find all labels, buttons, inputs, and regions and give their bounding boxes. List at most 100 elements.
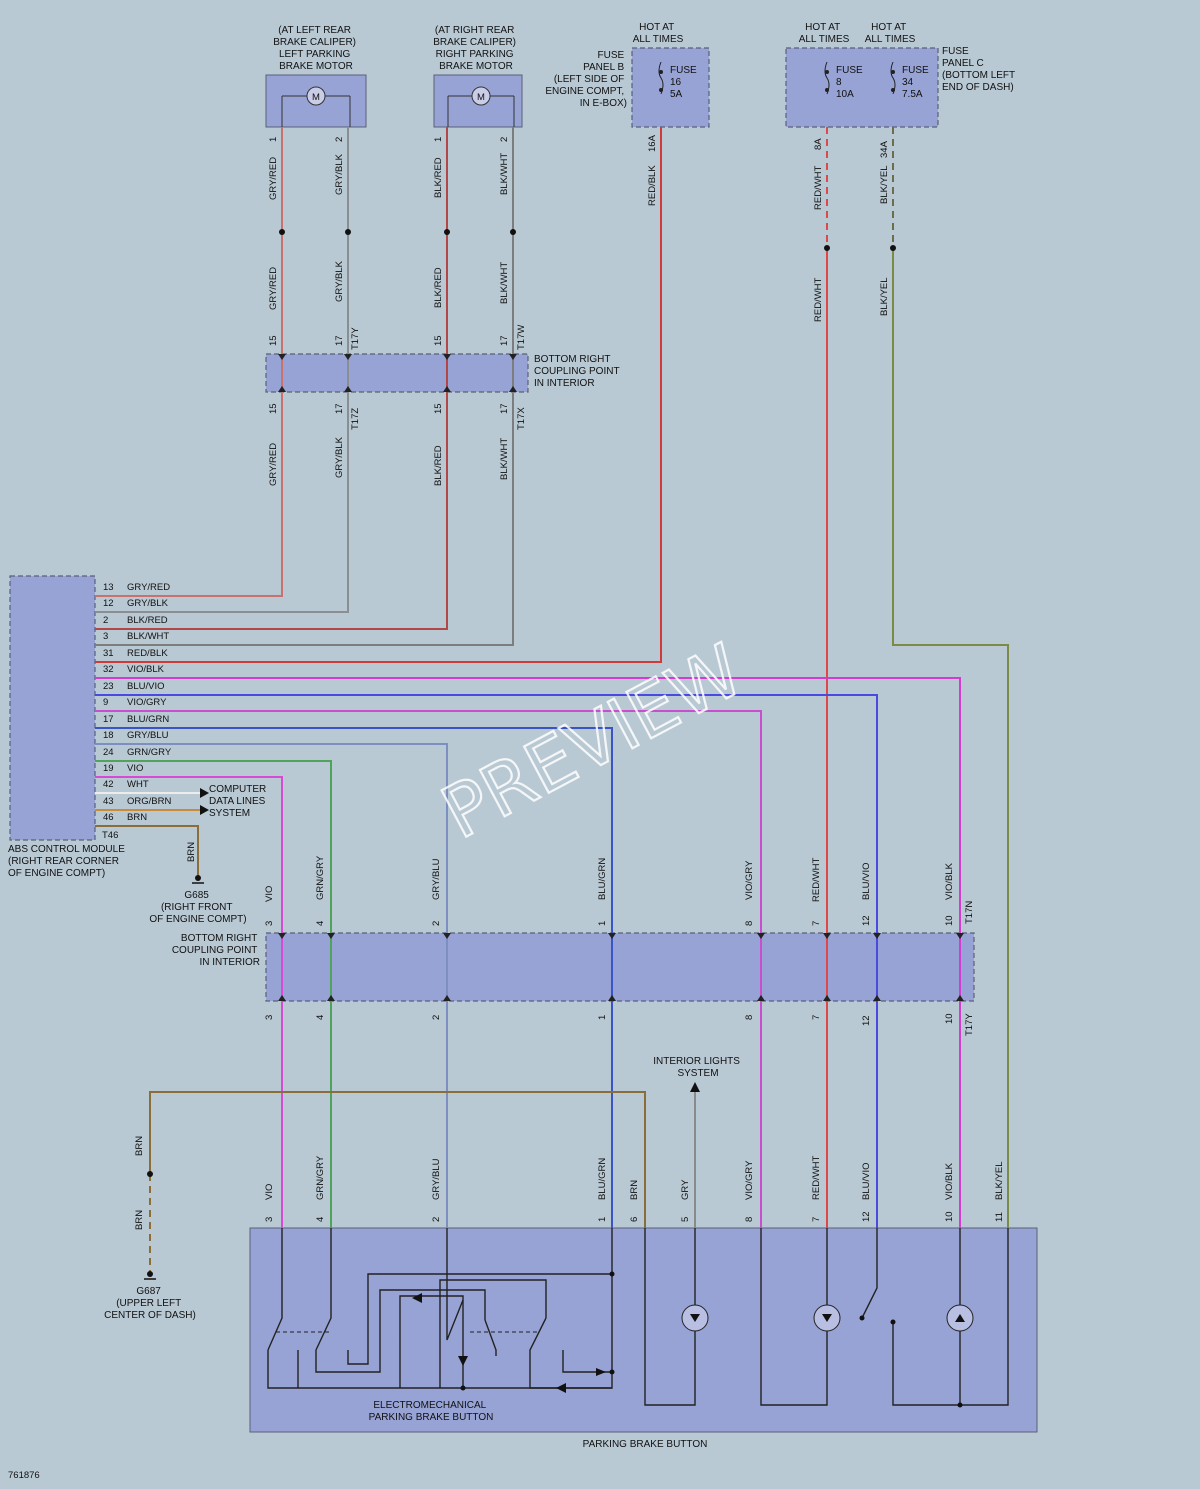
svg-text:9: 9 (103, 697, 108, 708)
svg-text:GRN/GRY: GRN/GRY (315, 855, 326, 900)
svg-text:8: 8 (744, 1015, 755, 1020)
wire-blu-grn (95, 727, 613, 1228)
emb-diodes (412, 1293, 606, 1393)
right-motor-m: M (477, 92, 485, 103)
svg-text:15: 15 (268, 403, 279, 414)
right-motor-symbol: M (447, 86, 515, 127)
svg-text:BLK/WHT: BLK/WHT (499, 262, 510, 304)
wire-red-blk (95, 127, 662, 663)
svg-text:BLU/GRN: BLU/GRN (127, 714, 169, 725)
svg-text:3: 3 (264, 1217, 275, 1222)
svg-text:BLK/WHT: BLK/WHT (127, 631, 169, 642)
svg-text:7: 7 (811, 1217, 822, 1222)
svg-text:43: 43 (103, 796, 114, 807)
svg-text:10: 10 (944, 1013, 955, 1024)
svg-text:1: 1 (597, 921, 608, 926)
fuse-c-hot-2: HOT AT ALL TIMES (865, 22, 916, 45)
left-motor-label: (AT LEFT REAR BRAKE CALIPER) LEFT PARKIN… (273, 25, 359, 72)
svg-text:4: 4 (315, 1015, 326, 1020)
conn-t17z: T17Z (350, 408, 361, 430)
svg-text:BRN: BRN (134, 1210, 145, 1230)
svg-text:46: 46 (103, 812, 114, 823)
fuse-34-label: FUSE 34 7.5A (902, 65, 931, 100)
conn-t17w: T17W (516, 325, 527, 350)
wire-blk-yel (892, 248, 1009, 1228)
svg-text:4: 4 (315, 1217, 326, 1222)
svg-text:GRY/BLU: GRY/BLU (431, 858, 442, 900)
left-motor-m: M (312, 92, 320, 103)
conn-t17y-top: T17Y (350, 327, 361, 350)
svg-text:7: 7 (811, 1015, 822, 1020)
fuse-16-label: FUSE 16 5A (670, 65, 699, 100)
svg-text:VIO/BLK: VIO/BLK (944, 1162, 955, 1200)
svg-text:BRN: BRN (134, 1136, 145, 1156)
svg-text:BLK/WHT: BLK/WHT (499, 438, 510, 480)
svg-text:31: 31 (103, 648, 114, 659)
svg-text:VIO: VIO (264, 1184, 275, 1200)
svg-text:15: 15 (433, 403, 444, 414)
diagram-id: 761876 (8, 1470, 40, 1481)
svg-text:17: 17 (499, 335, 510, 346)
svg-text:BLK/RED: BLK/RED (127, 615, 168, 626)
led-symbols (681, 1304, 974, 1332)
svg-text:RED/WHT: RED/WHT (813, 165, 824, 210)
wire-grn-gry (95, 760, 332, 1228)
pin-2: 2 (499, 137, 510, 142)
abs-module-label: ABS CONTROL MODULE (RIGHT REAR CORNER OF… (8, 844, 128, 879)
computer-data-label: COMPUTER DATA LINES SYSTEM (209, 784, 269, 819)
svg-text:5: 5 (680, 1217, 691, 1222)
fuse-b-panel-label: FUSE PANEL B (LEFT SIDE OF ENGINE COMPT,… (545, 50, 627, 109)
wire-brn-abs (95, 825, 199, 878)
svg-text:VIO/BLK: VIO/BLK (127, 664, 165, 675)
svg-text:15: 15 (268, 335, 279, 346)
svg-text:4: 4 (315, 921, 326, 926)
coupling-top-label: BOTTOM RIGHT COUPLING POINT IN INTERIOR (534, 354, 622, 389)
svg-text:12: 12 (861, 1211, 872, 1222)
wire-vio-gry (95, 710, 762, 1228)
svg-text:VIO/GRY: VIO/GRY (744, 860, 755, 900)
svg-text:GRY/RED: GRY/RED (268, 267, 279, 310)
svg-text:RED/WHT: RED/WHT (813, 277, 824, 322)
svg-text:42: 42 (103, 779, 114, 790)
fuse-panel-b (631, 47, 710, 128)
g687-ground (144, 1271, 156, 1280)
coupling-point-mid (265, 932, 975, 1002)
svg-text:3: 3 (264, 921, 275, 926)
fuse-c-hot-1: HOT AT ALL TIMES (799, 22, 850, 45)
svg-text:BRN: BRN (629, 1180, 640, 1200)
svg-text:WHT: WHT (127, 779, 149, 790)
svg-text:8A: 8A (813, 138, 824, 150)
pin-1: 1 (433, 137, 444, 142)
svg-text:VIO/GRY: VIO/GRY (744, 1160, 755, 1200)
wire-blu-vio (95, 694, 878, 1228)
parking-brake-button (249, 1227, 1038, 1433)
svg-text:RED/BLK: RED/BLK (127, 648, 168, 659)
data-line-arrow-2 (200, 805, 209, 815)
svg-text:ORG/BRN: ORG/BRN (127, 796, 171, 807)
coupling-mid-label: BOTTOM RIGHT COUPLING POINT IN INTERIOR (172, 933, 260, 968)
svg-text:GRY/BLK: GRY/BLK (334, 436, 345, 478)
svg-text:VIO: VIO (264, 886, 275, 902)
svg-text:10: 10 (944, 915, 955, 926)
svg-text:GRY/RED: GRY/RED (127, 582, 170, 593)
svg-text:2: 2 (431, 1217, 442, 1222)
svg-text:BLK/YEL: BLK/YEL (879, 277, 890, 316)
fuse-8-symbol (824, 61, 830, 95)
svg-text:17: 17 (499, 403, 510, 414)
svg-text:19: 19 (103, 763, 114, 774)
svg-text:8: 8 (744, 1217, 755, 1222)
svg-text:VIO/BLK: VIO/BLK (944, 862, 955, 900)
wire-gry-red (95, 127, 283, 597)
svg-text:BLU/VIO: BLU/VIO (861, 1163, 872, 1201)
svg-text:10: 10 (944, 1211, 955, 1222)
g685-ground (192, 875, 204, 884)
data-line-arrow-1 (200, 788, 209, 798)
svg-text:GRN/GRY: GRN/GRY (315, 1155, 326, 1200)
svg-text:12: 12 (861, 1015, 872, 1026)
pin-1: 1 (268, 137, 279, 142)
svg-text:BLU/GRN: BLU/GRN (597, 858, 608, 900)
conn-t46: T46 (102, 830, 118, 841)
svg-text:RED/BLK: RED/BLK (647, 165, 658, 206)
